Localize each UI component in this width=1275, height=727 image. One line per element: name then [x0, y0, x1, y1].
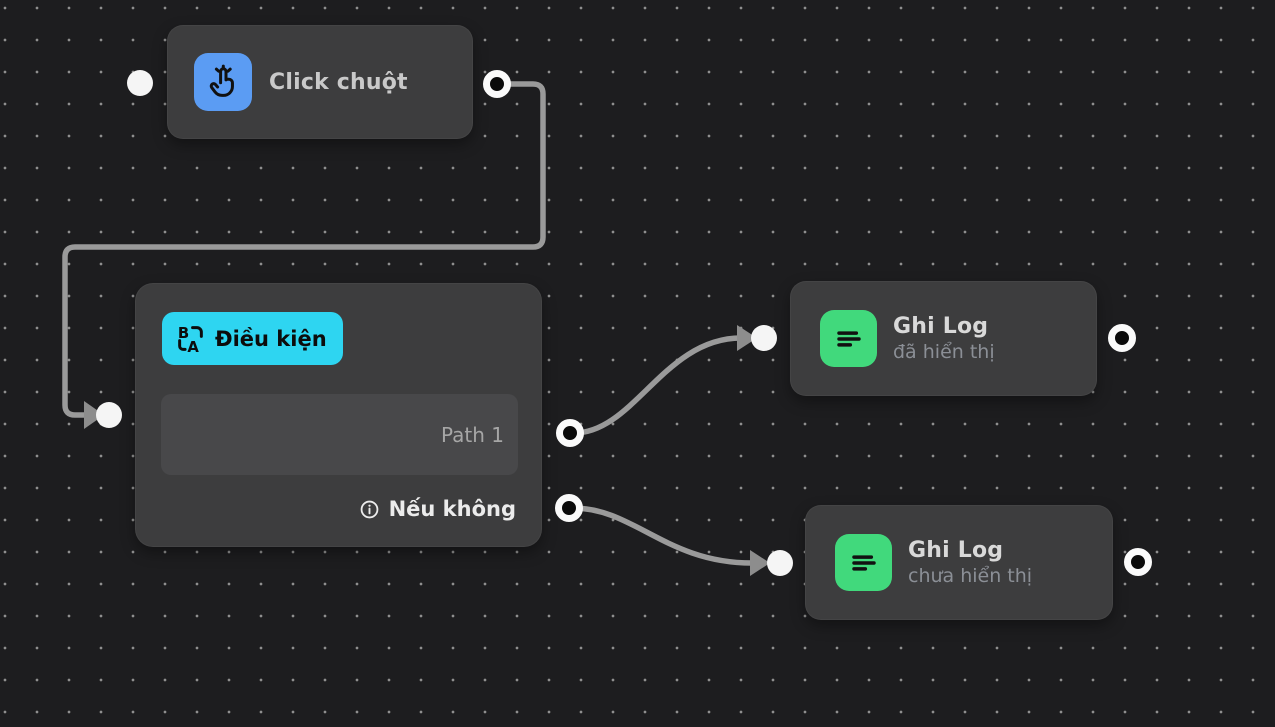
node-click-mouse[interactable]: Click chuột [167, 25, 473, 139]
text-replace-icon: B A [178, 324, 203, 354]
output-handle-click-mouse[interactable] [483, 70, 511, 98]
input-handle-log-shown[interactable] [751, 325, 777, 351]
align-left-icon [835, 534, 892, 591]
node-subtitle: đã hiển thị [893, 340, 995, 363]
output-handle-log-not-shown[interactable] [1124, 548, 1152, 576]
output-handle-path1[interactable] [556, 419, 584, 447]
input-handle-log-not-shown[interactable] [767, 550, 793, 576]
node-condition[interactable]: B A Điều kiện Path 1 Nếu không [135, 283, 542, 547]
align-left-icon [820, 310, 877, 367]
condition-path-row[interactable]: Path 1 [161, 394, 518, 475]
svg-text:B: B [178, 324, 189, 342]
input-handle-condition[interactable] [96, 402, 122, 428]
condition-else-label: Nếu không [388, 497, 516, 521]
input-handle-click-mouse[interactable] [127, 70, 153, 96]
node-title: Ghi Log [893, 313, 989, 339]
node-log-shown[interactable]: Ghi Log đã hiển thị [790, 281, 1097, 396]
condition-else-row[interactable]: Nếu không [359, 493, 516, 525]
node-title: Ghi Log [908, 537, 1004, 563]
output-handle-log-shown[interactable] [1108, 324, 1136, 352]
output-handle-else[interactable] [555, 494, 583, 522]
edge-click-to-condition-arrow [84, 401, 104, 429]
hand-tap-icon [194, 53, 252, 111]
edge-else-to-log-not-shown[interactable] [572, 505, 753, 566]
info-icon [360, 500, 378, 518]
edge-path1-arrow [737, 325, 757, 351]
condition-path-label: Path 1 [440, 422, 504, 447]
svg-text:A: A [187, 338, 199, 354]
edge-else-arrow [750, 550, 770, 576]
node-title: Click chuột [269, 69, 408, 95]
edge-click-to-condition[interactable] [62, 81, 546, 418]
edge-path1-to-log-shown[interactable] [573, 335, 742, 436]
condition-badge-label: Điều kiện [215, 326, 327, 351]
node-subtitle: chưa hiển thị [908, 564, 1033, 587]
node-log-not-shown[interactable]: Ghi Log chưa hiển thị [805, 505, 1113, 620]
condition-badge[interactable]: B A Điều kiện [162, 312, 343, 365]
